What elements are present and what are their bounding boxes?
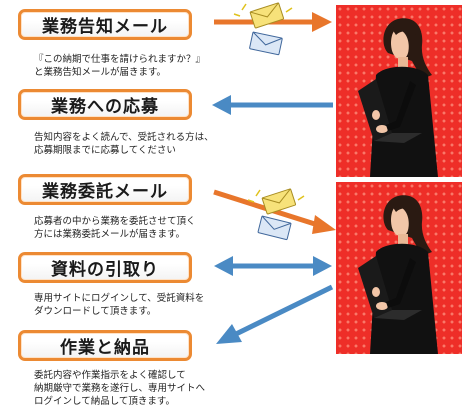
- worker-photo-bottom: [336, 182, 462, 354]
- mail-envelope-icon: [233, 2, 293, 56]
- arrow-to-company-1: [212, 95, 333, 115]
- step-5-box: 作業と納品: [18, 330, 192, 361]
- step-2-box: 業務への応募: [18, 89, 192, 120]
- step-5-description: 委託内容や作業指示をよく確認して納期厳守で業務を遂行し、専用サイトへログインして…: [34, 370, 206, 407]
- step-1-box: 業務告知メール: [18, 9, 192, 40]
- worker-with-laptop-illustration: [358, 195, 438, 354]
- step-1-description: 『この納期で仕事を請けられますか？』と業務告知メールが届きます。: [34, 54, 206, 78]
- step-3-description: 応募者の中から業務を委託させて頂く方には業務委託メールが届きます。: [34, 216, 196, 240]
- step-4-box: 資料の引取り: [18, 252, 192, 283]
- step-3-box: 業務委託メール: [18, 174, 192, 205]
- step-4-description: 専用サイトにログインして、受託資料をダウンロードして頂きます。: [34, 293, 205, 317]
- worker-photo-top: [336, 5, 462, 177]
- arrow-to-company-2: [216, 284, 334, 344]
- mail-envelope-icon: [247, 188, 305, 241]
- worker-with-laptop-illustration: [358, 18, 438, 177]
- step-2-description: 告知内容をよく読んで、受託される方は、応募期限までに応募してください: [34, 132, 214, 156]
- arrow-bidirectional: [214, 256, 332, 276]
